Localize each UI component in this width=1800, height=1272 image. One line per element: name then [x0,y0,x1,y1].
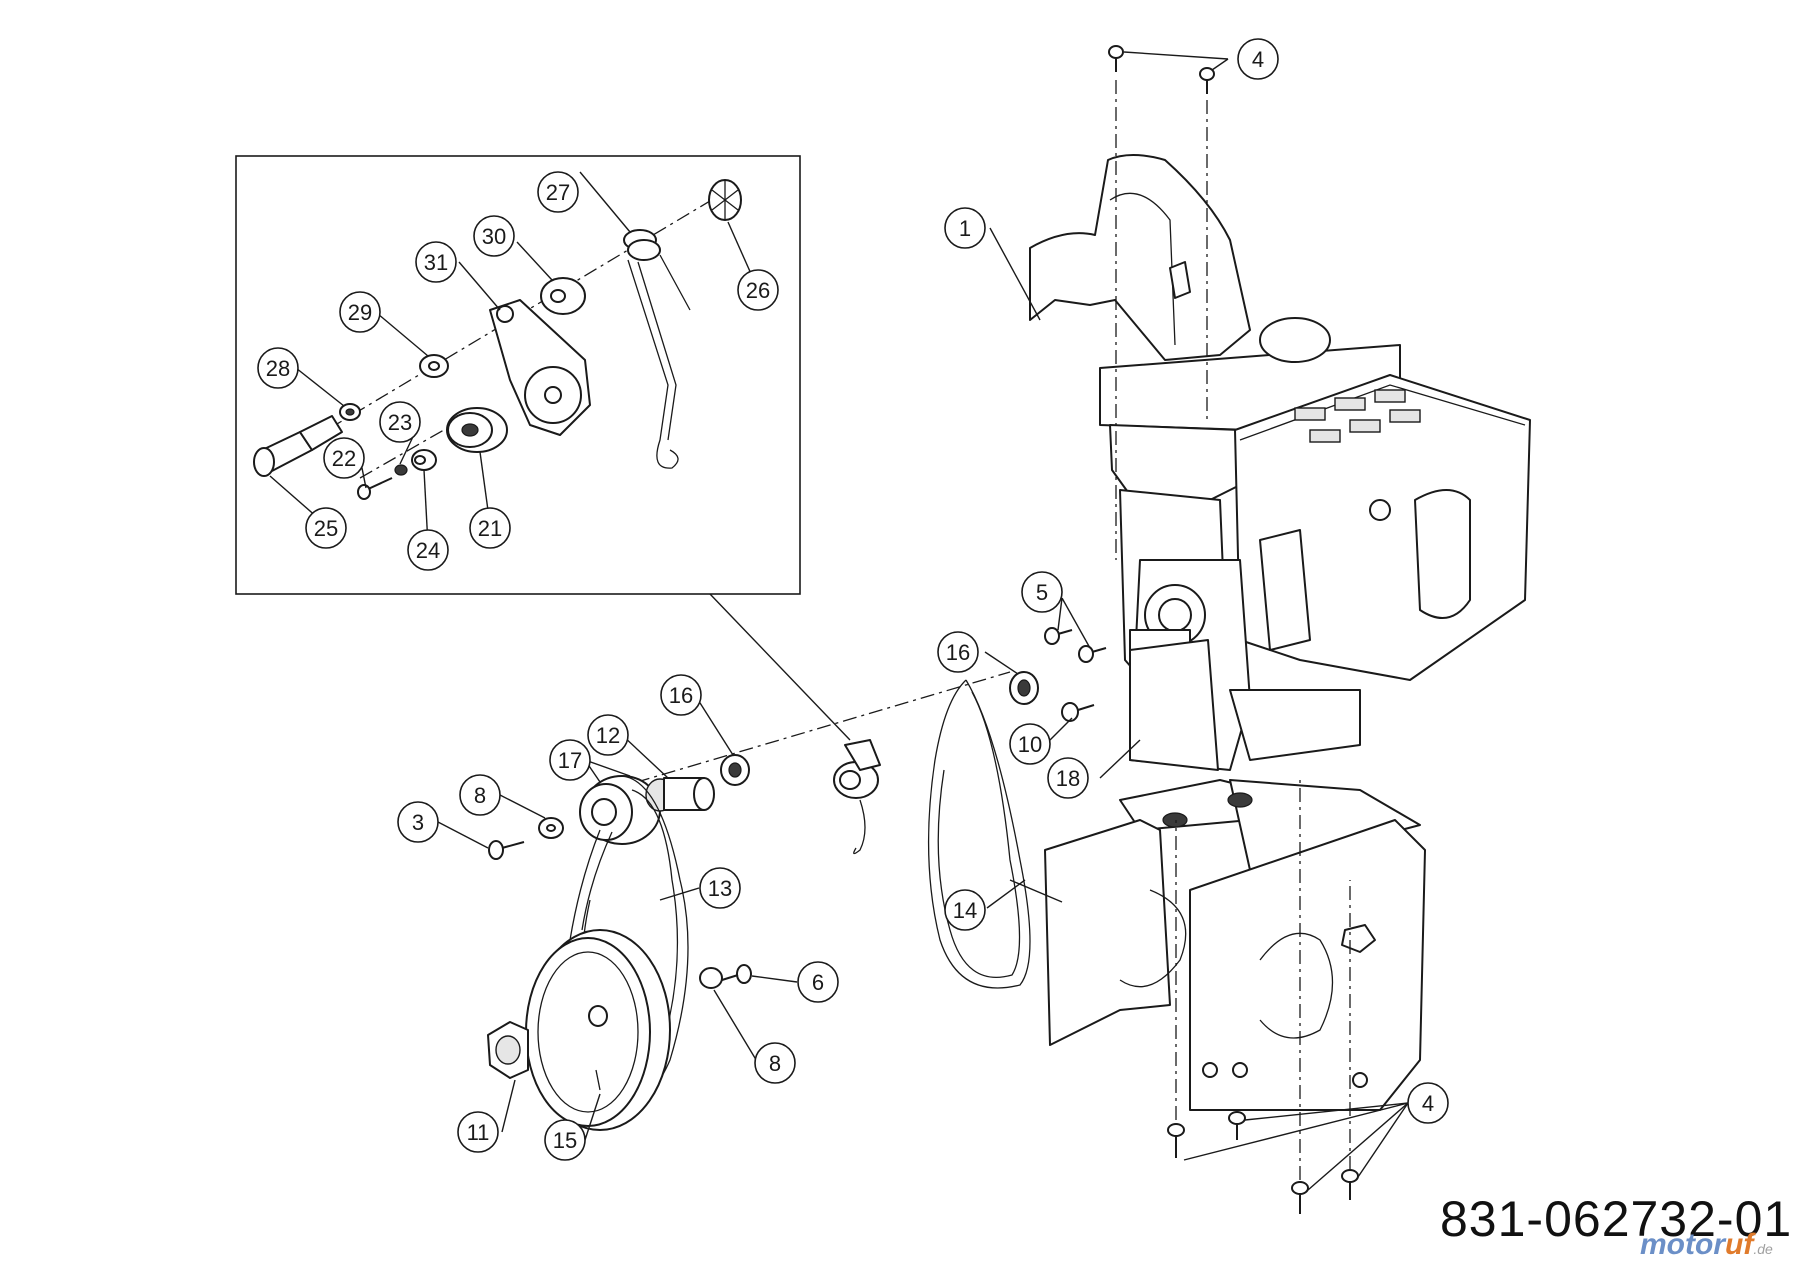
part-washer-16-right [1009,671,1039,705]
callout-3: 3 [397,801,439,843]
callout-6: 6 [797,961,839,1003]
svg-text:8: 8 [474,783,486,808]
svg-text:28: 28 [266,356,290,381]
watermark-logo: motoruf.de [1640,1228,1773,1262]
callout-21: 21 [469,507,511,549]
callout-5: 5 [1021,571,1063,613]
callout-25: 25 [305,507,347,549]
svg-text:24: 24 [416,538,440,563]
svg-text:23: 23 [388,410,412,435]
part-screw-22 [357,477,393,500]
svg-text:13: 13 [708,876,732,901]
svg-text:6: 6 [812,970,824,995]
callout-13: 13 [699,867,741,909]
part-belt-14 [927,679,1031,989]
detail-inset-frame [235,155,801,595]
part-idler-assembly [833,739,881,855]
callout-29: 29 [339,291,381,333]
svg-text:27: 27 [546,180,570,205]
svg-text:25: 25 [314,516,338,541]
watermark-part-2: uf [1725,1228,1754,1261]
svg-text:16: 16 [669,683,693,708]
callout-12: 12 [587,714,629,756]
part-washer-9 [538,817,564,839]
part-washer-8 [699,967,723,989]
callout-15: 15 [544,1119,586,1161]
callout-8: 8 [754,1042,796,1084]
svg-text:15: 15 [553,1128,577,1153]
part-cap-26 [708,179,742,221]
part-bolt-5a [1044,627,1073,645]
part-bolt-7b [1199,67,1215,94]
svg-text:3: 3 [412,810,424,835]
callout-28: 28 [257,347,299,389]
svg-text:14: 14 [953,898,977,923]
svg-text:30: 30 [482,224,506,249]
svg-text:4: 4 [1252,47,1264,72]
part-idler-arm-31 [489,299,591,436]
drawing-number: 831-062732-01 [1440,1191,1793,1247]
part-bolt-25 [253,415,343,477]
callout-27: 27 [537,171,579,213]
callout-31: 31 [415,241,457,283]
callout-9: 8 [459,774,501,816]
callout-22: 22 [323,437,365,479]
svg-text:5: 5 [1036,580,1048,605]
svg-text:21: 21 [478,516,502,541]
part-bolt-7a [1108,45,1124,72]
part-spring-27 [623,229,691,469]
part-nut-23 [394,464,408,476]
callout-16-left: 16 [660,674,702,716]
part-bushing-24 [411,449,437,471]
part-washer-29 [419,354,449,378]
part-bolt-10 [1061,702,1095,722]
svg-text:17: 17 [558,748,582,773]
svg-text:31: 31 [424,250,448,275]
svg-text:12: 12 [596,723,620,748]
callout-14: 14 [944,889,986,931]
part-bolt-3 [488,840,525,860]
callout-10: 10 [1009,723,1051,765]
watermark-part-1: motor [1640,1228,1725,1261]
part-bolt-4b [1228,1111,1246,1140]
callout-7: 4 [1237,38,1279,80]
callout-4: 4 [1407,1082,1449,1124]
callout-18: 18 [1047,757,1089,799]
callout-23: 23 [379,401,421,443]
part-bolt-5b [1078,645,1107,663]
svg-text:26: 26 [746,278,770,303]
callout-24: 24 [407,529,449,571]
svg-text:22: 22 [332,446,356,471]
part-bolt-4a [1167,1123,1185,1158]
part-spacer-30 [540,277,586,315]
engine-assembly [1029,154,1531,771]
svg-text:16: 16 [946,640,970,665]
watermark-suffix: .de [1753,1241,1773,1257]
part-bearing-pulley-21 [446,407,508,453]
svg-text:8: 8 [769,1051,781,1076]
part-washer-16-left [720,754,750,786]
part-bolt-6 [721,964,752,984]
svg-text:4: 4 [1422,1091,1434,1116]
callout-26: 26 [737,269,779,311]
svg-text:10: 10 [1018,732,1042,757]
svg-text:11: 11 [467,1120,490,1145]
part-pulley-15 [525,929,671,1131]
svg-text:29: 29 [348,300,372,325]
callout-17: 17 [549,739,591,781]
part-bolt-4c [1291,1181,1309,1214]
callout-30: 30 [473,215,515,257]
part-washer-28 [339,403,361,421]
callout-11: 11 [457,1111,499,1153]
frame-assembly [1044,779,1426,1111]
callout-1: 1 [944,207,986,249]
svg-text:1: 1 [959,216,971,241]
callout-16-right: 16 [937,631,979,673]
part-hub-11 [487,1021,529,1079]
part-bolt-4d [1341,1169,1359,1200]
svg-text:18: 18 [1056,766,1080,791]
part-bushing-12 [645,777,715,812]
